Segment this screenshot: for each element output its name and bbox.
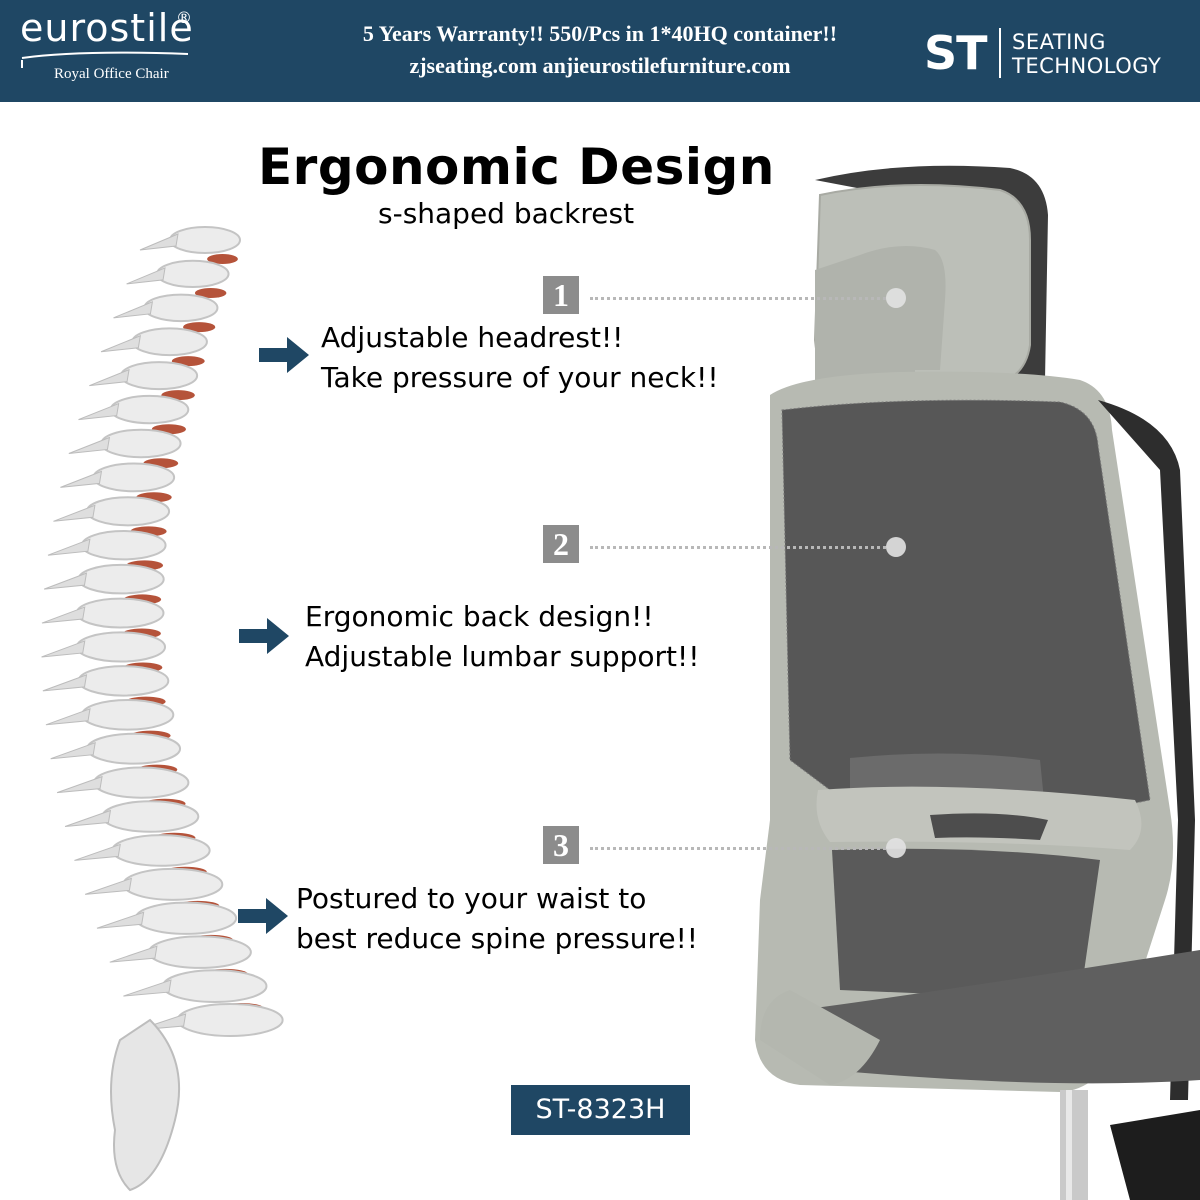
vertebra-process (50, 741, 96, 760)
page-title: Ergonomic Design (258, 138, 775, 196)
seat-cushion (800, 950, 1200, 1084)
st-word-technology: TECHNOLOGY (1012, 54, 1162, 78)
callout-2-line-2: Adjustable lumbar support!! (305, 640, 700, 673)
vertebra-process (139, 233, 179, 251)
header-bar: eurostile ® Royal Office Chair 5 Years W… (0, 0, 1200, 102)
st-mark: ST (924, 26, 988, 80)
st-divider (999, 28, 1001, 78)
callout-leader-3 (590, 847, 886, 850)
vertebra-process (78, 402, 120, 421)
callout-text-1: Adjustable headrest!! Take pressure of y… (321, 318, 719, 398)
spine-vertebrae (41, 226, 284, 1037)
callout-leader-1 (590, 297, 886, 300)
intervertebral-disc (183, 322, 216, 333)
promo-text: 5 Years Warranty!! 550/Pcs in 1*40HQ con… (270, 18, 930, 82)
vertebra-process (60, 470, 103, 488)
vertebra-process (68, 436, 111, 454)
model-number-badge: ST-8323H (511, 1085, 690, 1135)
callout-3-line-1: Postured to your waist to (296, 882, 647, 915)
vertebra-process (96, 911, 145, 929)
vertebra-process (123, 979, 172, 997)
spine-illustration (41, 226, 284, 1192)
promo-line-websites: zjseating.com anjieurostilefurniture.com (409, 53, 791, 78)
vertebra-process (41, 606, 86, 624)
intervertebral-disc (207, 254, 238, 264)
st-word-seating: SEATING (1012, 30, 1106, 54)
gas-lift (1060, 1090, 1088, 1200)
arrow-right-icon (239, 618, 289, 654)
brand-logo: eurostile ® Royal Office Chair (20, 4, 200, 94)
vertebra-process (53, 504, 96, 522)
vertebra-process (89, 368, 130, 387)
vertebra-process (45, 708, 91, 726)
brand-tagline: Royal Office Chair (54, 66, 169, 82)
callout-leader-2 (590, 546, 886, 549)
vertebra-process (109, 945, 158, 963)
brand-name: eurostile (20, 6, 194, 50)
vertebra-process (41, 640, 86, 658)
vertebra-process (84, 877, 133, 895)
vertebra-process (113, 301, 154, 319)
vertebra-process (56, 775, 103, 794)
promo-line-warranty: 5 Years Warranty!! 550/Pcs in 1*40HQ con… (362, 21, 838, 46)
st-wordmark: SEATING TECHNOLOGY (1012, 30, 1161, 78)
callout-dot-2 (886, 537, 906, 557)
sacrum-shape (110, 1018, 181, 1192)
arrow-right-icon (238, 898, 288, 934)
vertebra-process (42, 674, 88, 692)
vertebra-process (74, 843, 121, 861)
vertebra-process (47, 538, 91, 556)
page-subtitle: s-shaped backrest (378, 197, 635, 230)
vertebra-process (100, 334, 141, 353)
vertebra-process (43, 572, 88, 590)
mesh-backrest (782, 400, 1150, 810)
arrow-right-icon (259, 337, 309, 373)
vertebra-process (126, 267, 166, 285)
callout-dot-3 (886, 838, 906, 858)
callout-number-1: 1 (543, 276, 579, 314)
callout-2-line-1: Ergonomic back design!! (305, 600, 654, 633)
callout-1-line-2: Take pressure of your neck!! (321, 361, 719, 394)
vertebra-process (64, 809, 112, 828)
callout-number-2: 2 (543, 525, 579, 563)
callout-text-2: Ergonomic back design!! Adjustable lumba… (305, 597, 699, 677)
brand-registered-mark: ® (176, 8, 192, 27)
callout-text-3: Postured to your waist to best reduce sp… (296, 879, 698, 959)
intervertebral-disc (194, 288, 227, 299)
callout-1-line-1: Adjustable headrest!! (321, 321, 624, 354)
callout-number-3: 3 (543, 826, 579, 864)
callout-dot-1 (886, 288, 906, 308)
brand-swoosh-icon (21, 51, 189, 68)
callout-3-line-2: best reduce spine pressure!! (296, 922, 699, 955)
